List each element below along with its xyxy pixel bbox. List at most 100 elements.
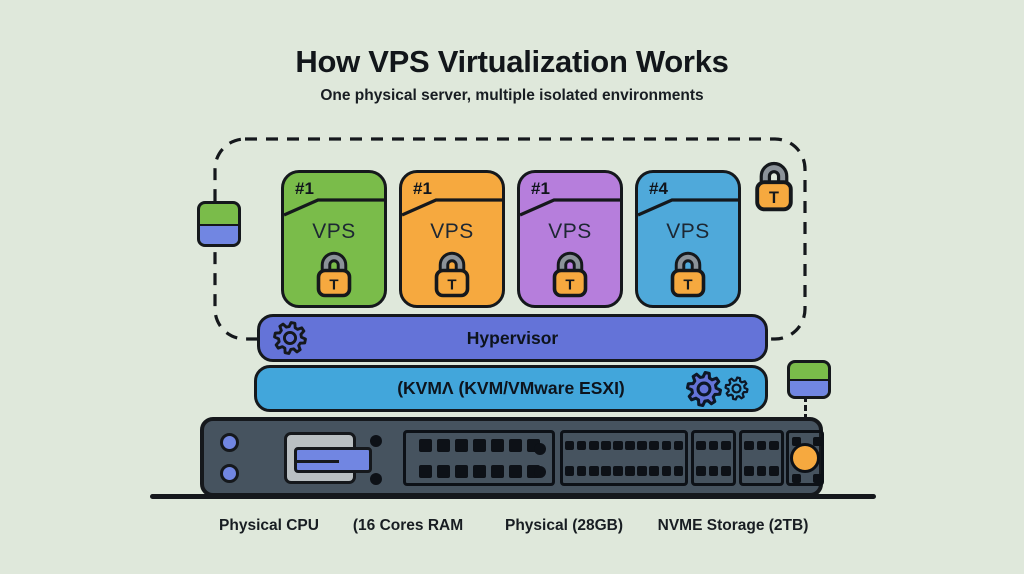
vps-id-label: #1: [413, 179, 432, 198]
svg-text:T: T: [565, 277, 574, 294]
vent-panel: [403, 430, 555, 486]
vent-slot: [418, 438, 432, 452]
lock-icon: T: [749, 160, 799, 212]
vps-card: #1 VPS T: [399, 170, 505, 308]
card-divider: [638, 198, 738, 217]
vps-id-label: #1: [295, 179, 314, 198]
svg-text:T: T: [683, 277, 692, 294]
vent-slot: [744, 466, 754, 476]
vent-slot: [576, 440, 587, 450]
vent-slot: [564, 466, 575, 476]
page-title: How VPS Virtualization Works: [295, 44, 729, 79]
vent-slot: [673, 440, 684, 450]
vent-slot: [756, 466, 767, 476]
vent-slot: [661, 466, 672, 476]
vent-slot: [625, 440, 635, 450]
status-dot: [534, 466, 546, 478]
svg-text:T: T: [447, 277, 456, 294]
physical-server: [200, 417, 824, 497]
lock-icon: T: [547, 250, 593, 298]
vps-label: VPS: [312, 220, 356, 243]
vent-slot: [589, 440, 599, 450]
hypervisor-bar: Hypervisor: [257, 314, 768, 362]
spec-label: Physical CPU: [219, 517, 319, 534]
svg-text:T: T: [329, 277, 338, 294]
vent-slot: [708, 440, 719, 450]
cpu-module-core: [294, 447, 372, 473]
vent-slot: [454, 438, 468, 452]
vps-card: #1 VPS T: [281, 170, 387, 308]
vent-slot: [508, 464, 522, 478]
vps-id-label: #4: [649, 179, 668, 198]
gear-icon: [273, 321, 307, 355]
vent-slot: [769, 466, 779, 476]
vent-slot: [454, 464, 468, 478]
isolation-chip-icon: [197, 201, 241, 247]
vent-slot: [589, 466, 599, 476]
fan-screw: [792, 474, 801, 483]
vent-slot: [649, 466, 659, 476]
vps-row: #1 VPS T #1 VPS T #1 VPS T #4: [281, 170, 741, 308]
spec-label: Physical (28GB): [504, 517, 624, 534]
fan-panel: [786, 430, 824, 486]
vent-slot: [564, 440, 575, 450]
vent-panel: [691, 430, 736, 486]
vent-slot: [601, 440, 611, 450]
spec-label: (16 Cores RAM: [352, 517, 464, 534]
fan-screw: [792, 437, 801, 446]
isolation-chip-icon: [787, 360, 831, 399]
card-divider: [284, 198, 384, 217]
kvm-bar: (KVMΛ (KVM/VMware ESXI): [254, 365, 768, 412]
chip-bottom: [200, 223, 238, 244]
vent-slot: [744, 440, 754, 450]
vent-slot: [708, 466, 719, 476]
vent-slot: [756, 440, 767, 450]
vent-slot: [721, 466, 731, 476]
spec-label: NVME Storage (2TB): [657, 517, 809, 534]
vent-slot: [696, 440, 706, 450]
vps-id-label: #1: [531, 179, 550, 198]
fan-screw: [813, 437, 822, 446]
vent-slot: [508, 438, 522, 452]
vent-slot: [576, 466, 587, 476]
fan-icon: [790, 443, 820, 473]
vps-label: VPS: [548, 220, 592, 243]
svg-text:T: T: [769, 189, 779, 207]
lock-icon: T: [311, 250, 357, 298]
vent-slot: [649, 440, 659, 450]
connector-line: [804, 396, 807, 420]
status-dot: [370, 473, 382, 485]
vps-label: VPS: [430, 220, 474, 243]
vent-slot: [637, 440, 647, 450]
vent-slot: [661, 440, 672, 450]
vent-slot: [721, 440, 731, 450]
vent-slot: [769, 440, 779, 450]
fan-screw: [813, 474, 822, 483]
vent-slot: [625, 466, 635, 476]
status-dot: [370, 435, 382, 447]
vps-card: #4 VPS T: [635, 170, 741, 308]
vent-slot: [637, 466, 647, 476]
vent-slot: [436, 464, 450, 478]
vent-slot: [472, 464, 486, 478]
lock-icon: T: [429, 250, 475, 298]
vps-card: #1 VPS T: [517, 170, 623, 308]
vent-slot: [490, 464, 504, 478]
vps-label: VPS: [666, 220, 710, 243]
kvm-label: (KVMΛ (KVM/VMware ESXI): [397, 378, 625, 398]
vent-panel: [560, 430, 688, 486]
vent-slot: [613, 466, 623, 476]
hypervisor-label: Hypervisor: [466, 327, 559, 348]
card-divider: [402, 198, 502, 217]
vent-slot: [696, 466, 706, 476]
gear-icons: [686, 370, 749, 407]
card-divider: [520, 198, 620, 217]
status-dot: [534, 443, 546, 455]
chip-bottom: [790, 378, 828, 396]
vent-slot: [490, 438, 504, 452]
vent-slot: [418, 464, 432, 478]
page-subtitle: One physical server, multiple isolated e…: [320, 87, 704, 104]
vent-panel: [739, 430, 784, 486]
vent-slot: [673, 466, 684, 476]
